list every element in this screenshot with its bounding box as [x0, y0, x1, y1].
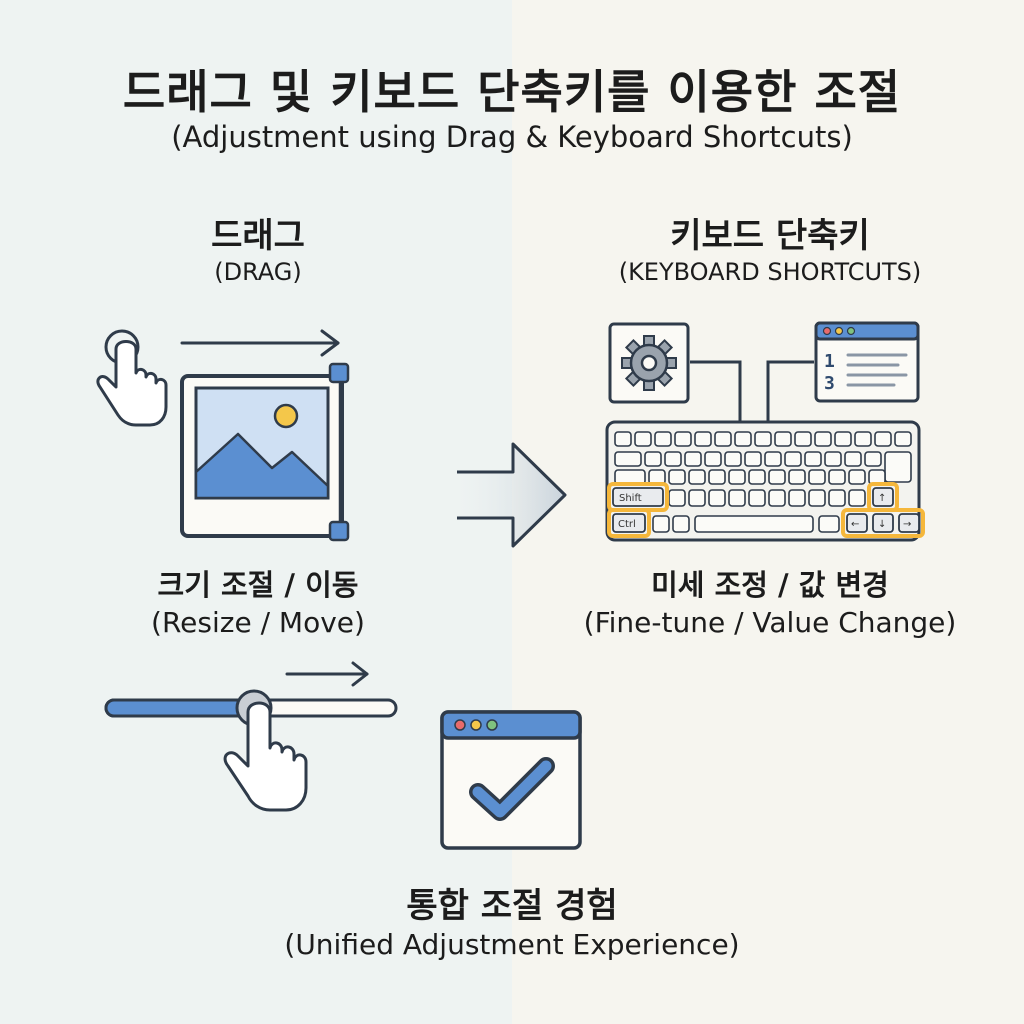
keyboard-key [808, 489, 826, 507]
keyboard-key [748, 469, 766, 485]
drag-caption: 크기 조절 / 이동 [157, 568, 359, 602]
list-number-3: 3 [824, 373, 835, 394]
keyboard-key [694, 515, 814, 533]
keyboard-key [894, 431, 912, 447]
arrow-up-key-label: ↑ [878, 493, 886, 504]
unified-caption: 통합 조절 경험 [406, 886, 618, 926]
transition-arrow-icon [457, 442, 567, 548]
drag-heading: 드래그 [211, 216, 305, 256]
keyboard-key [848, 469, 866, 485]
keyboard-key [844, 451, 862, 467]
keyboard-caption-en: (Fine-tune / Value Change) [583, 606, 957, 639]
ctrl-key-label: Ctrl [618, 519, 636, 530]
keyboard-key [684, 451, 702, 467]
keyboard-key [614, 469, 646, 485]
keyboard-key [828, 489, 846, 507]
arrow-left-key-label: ← [851, 519, 859, 530]
keyboard-key [818, 515, 840, 533]
keyboard-key [754, 431, 772, 447]
keyboard-key [668, 469, 686, 485]
keyboard-key [774, 431, 792, 447]
keyboard-key [614, 451, 642, 467]
image-icon [180, 362, 350, 542]
arrow-right-icon [180, 329, 340, 357]
keyboard-key [728, 489, 746, 507]
list-window-icon: 1 3 [814, 321, 920, 403]
keyboard-heading-en: (KEYBOARD SHORTCUTS) [618, 258, 922, 286]
slider-icon [104, 689, 398, 812]
keyboard-key [614, 431, 632, 447]
gear-icon [608, 322, 690, 404]
keyboard-key [704, 451, 722, 467]
keyboard-key [784, 451, 802, 467]
keyboard-key [714, 431, 732, 447]
keyboard-key [734, 431, 752, 447]
keyboard-key [708, 489, 726, 507]
keyboard-key [688, 489, 706, 507]
keyboard-key [788, 469, 806, 485]
keyboard-key [694, 431, 712, 447]
keyboard-key [854, 431, 872, 447]
keyboard-key [824, 451, 842, 467]
keyboard-key [652, 515, 670, 533]
keyboard-key [648, 469, 666, 485]
keyboard-caption: 미세 조정 / 값 변경 [651, 568, 889, 602]
keyboard-key [688, 469, 706, 485]
shift-key-label: Shift [619, 493, 642, 504]
drag-heading-en: (DRAG) [214, 258, 302, 286]
arrow-down-key-label: ↓ [878, 519, 886, 530]
keyboard-key [748, 489, 766, 507]
keyboard-key [724, 451, 742, 467]
arrow-right-key-label: → [903, 519, 911, 530]
unified-caption-en: (Unified Adjustment Experience) [284, 928, 740, 961]
keyboard-key [828, 469, 846, 485]
keyboard-key [664, 451, 682, 467]
keyboard-key [668, 489, 686, 507]
checkmark-window-icon [440, 710, 582, 850]
keyboard-key [834, 431, 852, 447]
keyboard-key [744, 451, 762, 467]
keyboard-heading: 키보드 단축키 [670, 216, 870, 256]
keyboard-key [764, 451, 782, 467]
page-subtitle: (Adjustment using Drag & Keyboard Shortc… [171, 120, 853, 154]
keyboard-key [728, 469, 746, 485]
keyboard-key [814, 431, 832, 447]
keyboard-key [884, 451, 912, 483]
keyboard-key [768, 469, 786, 485]
keyboard-key [864, 451, 882, 467]
page-title: 드래그 및 키보드 단축키를 이용한 조절 [122, 65, 902, 119]
keyboard-key [788, 489, 806, 507]
connector-lines [690, 360, 814, 422]
drag-caption-en: (Resize / Move) [151, 606, 365, 639]
keyboard-key [808, 469, 826, 485]
keyboard-key [874, 431, 892, 447]
keyboard-key [848, 489, 866, 507]
arrow-right-icon [285, 661, 369, 687]
list-number-1: 1 [824, 351, 835, 372]
keyboard-key [654, 431, 672, 447]
keyboard-key [708, 469, 726, 485]
keyboard-key [634, 431, 652, 447]
keyboard-key [794, 431, 812, 447]
keyboard-icon: Shift Ctrl ↑ ← ↓ → [605, 420, 925, 542]
keyboard-key [672, 515, 690, 533]
hand-pointer-icon [96, 329, 168, 427]
keyboard-key [644, 451, 662, 467]
keyboard-key [868, 469, 886, 485]
keyboard-key [804, 451, 822, 467]
keyboard-key [768, 489, 786, 507]
keyboard-key [674, 431, 692, 447]
